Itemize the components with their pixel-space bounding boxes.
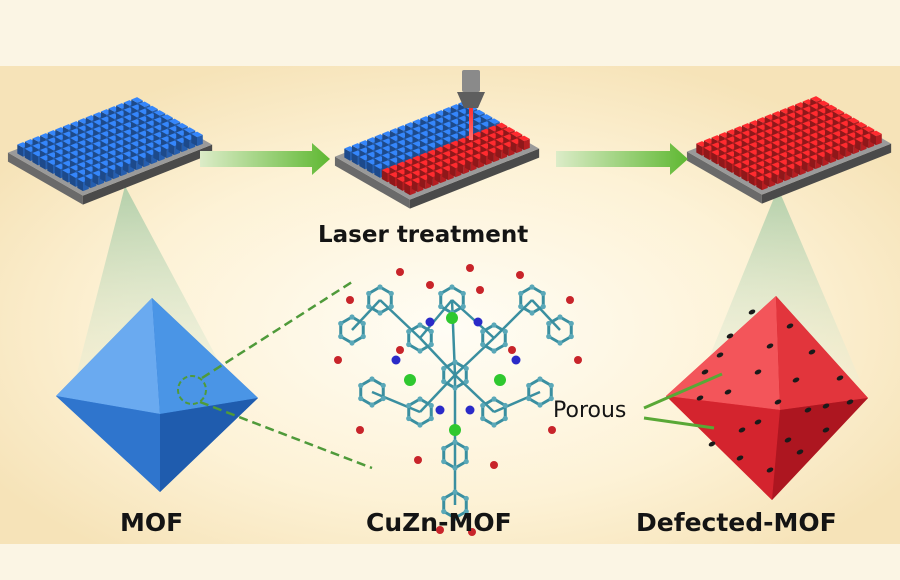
porous-pointer-upper xyxy=(643,372,723,410)
defected-mof-label: Defected-MOF xyxy=(636,508,837,537)
mof-film-array xyxy=(7,97,213,205)
cuzn-mof-label: CuZn-MOF xyxy=(366,508,512,537)
zoom-circle xyxy=(177,375,207,405)
process-arrow-icon xyxy=(200,143,330,175)
molecule-structure-icon xyxy=(334,264,582,536)
zoom-line-top xyxy=(201,280,353,380)
laser-treatment-label: Laser treatment xyxy=(318,222,529,248)
octahedron-crystal-icon xyxy=(666,296,868,500)
defected-mof-array xyxy=(686,96,892,204)
pores xyxy=(696,309,854,473)
zoom-line-bottom xyxy=(199,400,373,470)
laser-nozzle-icon xyxy=(457,70,485,140)
porous-label: Porous xyxy=(553,398,627,423)
mof-label: MOF xyxy=(120,508,184,537)
porous-pointer-lower xyxy=(643,416,715,430)
process-arrow-icon xyxy=(556,143,688,175)
laser-treated-array xyxy=(334,101,540,209)
